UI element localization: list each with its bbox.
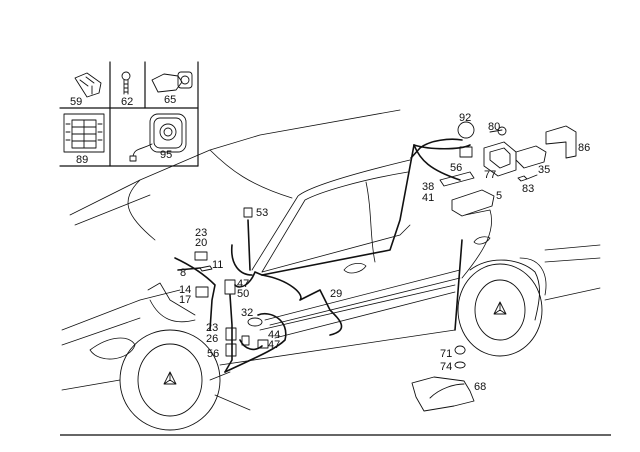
callout-5: 5	[496, 190, 503, 202]
part-44-icon	[241, 335, 250, 346]
part-68-icon	[411, 376, 475, 412]
motor-icon	[151, 71, 193, 93]
callout-8: 8	[180, 267, 187, 279]
callout-74: 74	[440, 361, 453, 373]
callout-56-top: 56	[450, 162, 463, 174]
rear-wheel	[457, 259, 543, 357]
front-wheel	[119, 329, 221, 431]
callout-77: 77	[484, 169, 497, 181]
callout-71: 71	[440, 348, 453, 360]
callout-80: 80	[488, 121, 501, 133]
part-14-icon	[195, 286, 209, 298]
part-86-icon	[545, 125, 577, 159]
callout-17: 17	[179, 294, 192, 306]
part-20-icon	[194, 251, 208, 261]
inset-label-62: 62	[121, 96, 134, 108]
callout-83: 83	[522, 183, 535, 195]
callout-86: 86	[578, 142, 591, 154]
airbag-clockspring-icon	[129, 113, 187, 162]
inset-label-89: 89	[76, 154, 89, 166]
part-56-top-icon	[459, 146, 473, 158]
part-80-icon	[489, 126, 507, 136]
inset-label-65: 65	[164, 94, 177, 106]
part-38-icon	[439, 171, 475, 187]
part-77-icon	[483, 141, 517, 177]
component-glyphs	[194, 121, 577, 412]
callout-68: 68	[474, 381, 487, 393]
wiring-harness	[174, 138, 471, 373]
callout-47-top: 47	[237, 278, 250, 290]
part-32-icon	[247, 317, 263, 327]
part-83-icon	[517, 174, 538, 182]
callout-29: 29	[330, 288, 343, 300]
part-74-icon	[454, 361, 466, 369]
inset-label-95: 95	[160, 149, 173, 161]
callout-50: 50	[237, 288, 250, 300]
part-23-icon	[225, 327, 237, 341]
callout-14: 14	[179, 284, 192, 296]
callout-23-top: 23	[195, 227, 208, 239]
callout-92: 92	[459, 112, 472, 124]
callout-20: 20	[195, 237, 208, 249]
callout-11: 11	[212, 259, 224, 271]
fuse-chart-icon	[63, 113, 105, 153]
connector-icon	[74, 72, 102, 98]
part-56-icon	[225, 343, 237, 357]
callout-56-bottom: 56	[207, 348, 220, 360]
bottom-rule	[60, 434, 611, 436]
callout-41: 41	[422, 192, 435, 204]
car-outline	[61, 109, 601, 411]
inset-grid	[59, 61, 199, 167]
part-92-icon	[457, 121, 475, 139]
callout-53: 53	[256, 207, 269, 219]
screw-icon	[121, 71, 131, 95]
callout-47-bottom: 47	[268, 339, 281, 351]
callout-23-bottom: 23	[206, 322, 219, 334]
callout-32: 32	[241, 307, 254, 319]
part-11-icon	[199, 265, 213, 272]
part-53-icon	[243, 207, 253, 218]
part-5-icon	[451, 189, 495, 217]
callout-44: 44	[268, 329, 281, 341]
part-71-icon	[454, 345, 466, 355]
part-35-icon	[515, 145, 547, 169]
callout-26: 26	[206, 333, 219, 345]
part-47b-icon	[257, 339, 269, 349]
callout-38: 38	[422, 181, 435, 193]
callout-35: 35	[538, 164, 551, 176]
part-47-icon	[224, 279, 236, 295]
inset-label-59: 59	[70, 96, 83, 108]
